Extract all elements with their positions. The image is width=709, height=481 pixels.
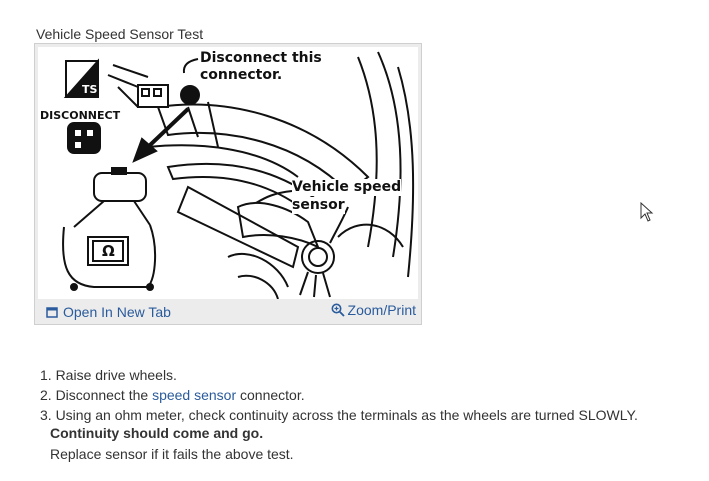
zoom-icon bbox=[331, 303, 345, 317]
callout-connector-line2: connector. bbox=[200, 67, 283, 84]
instruction-steps: 1. Raise drive wheels. 2. Disconnect the… bbox=[40, 365, 638, 425]
open-in-new-tab-link[interactable]: Open In New Tab bbox=[46, 304, 171, 320]
mouse-cursor-icon bbox=[640, 202, 654, 222]
callout-sensor-line2: sensor bbox=[292, 197, 345, 214]
zoom-print-label: Zoom/Print bbox=[347, 302, 416, 318]
open-in-new-tab-icon bbox=[46, 307, 58, 318]
figure-frame: Disconnect this connector. Vehicle speed… bbox=[34, 43, 422, 325]
step-2-suffix: connector. bbox=[236, 387, 305, 403]
speed-sensor-diagram[interactable]: Disconnect this connector. Vehicle speed… bbox=[38, 47, 418, 299]
callout-connector-line1: Disconnect this bbox=[200, 50, 322, 67]
step-2-prefix: 2. Disconnect the bbox=[40, 387, 153, 403]
speed-sensor-link[interactable]: speed sensor bbox=[152, 387, 237, 403]
step-1: 1. Raise drive wheels. bbox=[40, 367, 177, 383]
label-ts: TS bbox=[82, 83, 98, 96]
diagram-drawing bbox=[62, 51, 415, 299]
continuity-note: Continuity should come and go. bbox=[50, 425, 264, 441]
replace-sensor-note: Replace sensor if it fails the above tes… bbox=[50, 446, 294, 462]
label-disconnect: DISCONNECT bbox=[40, 109, 121, 122]
figure-title: Vehicle Speed Sensor Test bbox=[36, 26, 204, 42]
step-2: 2. Disconnect the speed sensor connector… bbox=[40, 385, 638, 405]
figure-footer: Open In New Tab Zoom/Print bbox=[35, 299, 421, 325]
open-in-new-tab-label: Open In New Tab bbox=[63, 304, 171, 320]
label-ohm: Ω bbox=[102, 242, 115, 260]
callout-sensor-line1: Vehicle speed bbox=[292, 179, 402, 196]
step-3: 3. Using an ohm meter, check continuity … bbox=[40, 407, 638, 423]
zoom-print-link[interactable]: Zoom/Print bbox=[331, 302, 416, 318]
